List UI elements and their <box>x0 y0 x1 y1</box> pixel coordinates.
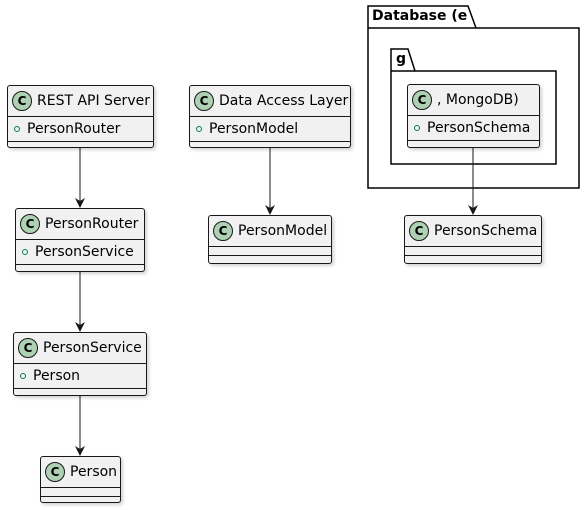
class-rest-api-server[interactable]: C REST API Server PersonRouter <box>7 85 154 148</box>
class-attribute: Person <box>33 368 81 384</box>
class-stereotype-icon: C <box>12 91 32 111</box>
public-visibility-icon <box>22 249 28 255</box>
class-stereotype-icon: C <box>45 462 65 482</box>
class-data-access-layer[interactable]: C Data Access Layer PersonModel <box>189 85 351 148</box>
class-stereotype-icon: C <box>20 214 40 234</box>
class-stereotype-icon: C <box>409 221 429 241</box>
class-name: Data Access Layer <box>219 93 349 109</box>
package-g-label: g <box>396 51 407 67</box>
class-name: PersonSchema <box>434 223 538 239</box>
package-database-label: Database (e <box>372 8 468 24</box>
class-mongodb[interactable]: C , MongoDB) PersonSchema <box>407 84 540 148</box>
class-stereotype-icon: C <box>18 338 38 358</box>
class-attribute: PersonService <box>35 244 134 260</box>
class-name: PersonRouter <box>45 216 139 232</box>
class-name: , MongoDB) <box>437 92 519 108</box>
public-visibility-icon <box>196 126 202 132</box>
public-visibility-icon <box>20 373 26 379</box>
class-person-model[interactable]: C PersonModel <box>208 215 332 264</box>
class-person-service[interactable]: C PersonService Person <box>13 332 147 396</box>
class-attribute: PersonSchema <box>427 120 531 136</box>
class-name: PersonModel <box>238 223 328 239</box>
class-stereotype-icon: C <box>194 91 214 111</box>
class-stereotype-icon: C <box>412 90 432 110</box>
class-person-schema[interactable]: C PersonSchema <box>404 215 542 264</box>
class-name: REST API Server <box>37 93 150 109</box>
public-visibility-icon <box>14 126 20 132</box>
class-attribute: PersonModel <box>209 121 299 137</box>
class-stereotype-icon: C <box>213 221 233 241</box>
class-person[interactable]: C Person <box>40 456 121 503</box>
class-name: Person <box>70 464 118 480</box>
class-person-router[interactable]: C PersonRouter PersonService <box>15 208 145 272</box>
public-visibility-icon <box>414 125 420 131</box>
class-name: PersonService <box>43 340 142 356</box>
class-attribute: PersonRouter <box>27 121 121 137</box>
